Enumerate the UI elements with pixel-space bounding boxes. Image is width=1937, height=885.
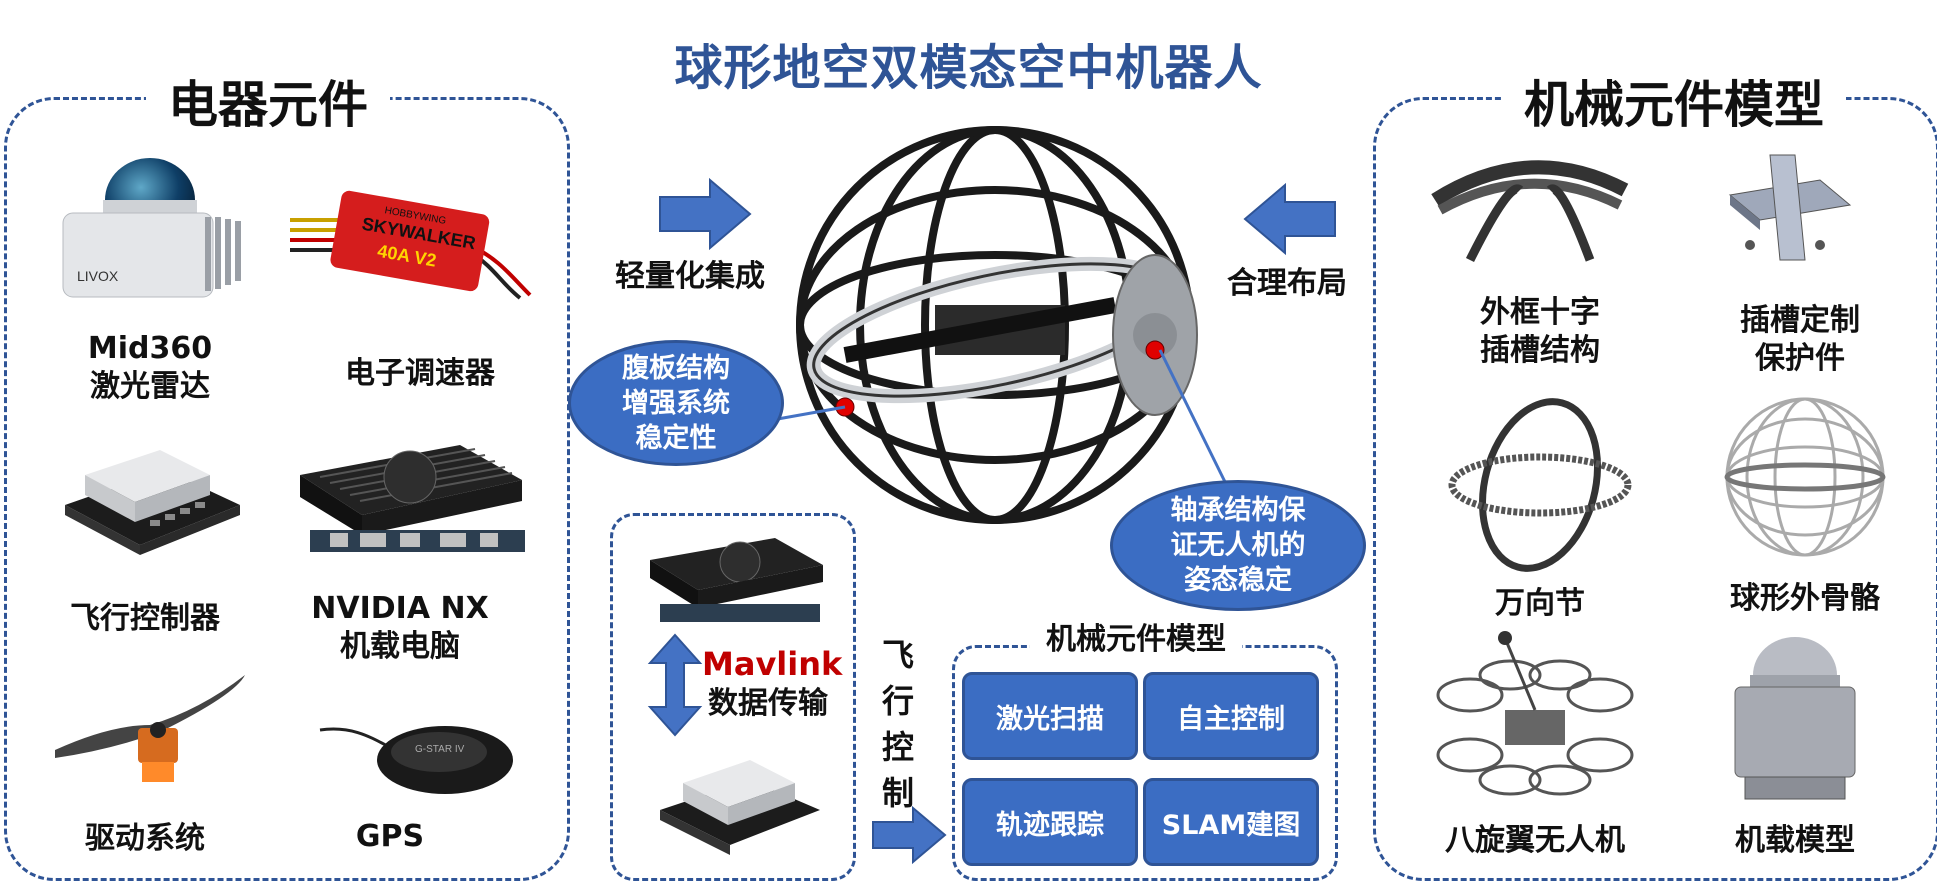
mavlink-label: Mavlink	[702, 645, 843, 683]
label-spherical-exoskeleton: 球形外骨骼	[1730, 581, 1880, 616]
gimbal-ring-image	[1448, 398, 1632, 572]
label-flight-controller: 飞行控制器	[70, 601, 220, 636]
flight-controller-small-image	[660, 760, 820, 855]
propulsion-system-image	[55, 675, 245, 782]
lidar-mid360-image: LIVOX	[62, 158, 241, 298]
page-title: 球形地空双模态空中机器人	[674, 40, 1263, 96]
nvidia-nx-image	[300, 445, 525, 552]
label-octocopter: 八旋翼无人机	[1445, 823, 1625, 858]
slam-mapping-button[interactable]: SLAM建图	[1143, 778, 1319, 866]
svg-text:G-STAR IV: G-STAR IV	[415, 744, 465, 755]
spherical-robot-image	[796, 126, 1198, 524]
flight-controller-image	[65, 450, 240, 555]
flight-control-arrow-icon	[872, 805, 947, 865]
svg-text:LIVOX: LIVOX	[77, 268, 119, 284]
mechanical-panel-title: 机械元件模型	[1502, 75, 1846, 135]
label-gps: GPS	[355, 819, 425, 854]
data-transfer-panel	[610, 513, 856, 881]
label-slot-protector: 插槽定制保护件	[1740, 303, 1860, 376]
web-plate-bubble: 腹板结构增强系统稳定性	[568, 340, 784, 466]
electrical-panel-title: 电器元件	[146, 75, 390, 135]
flight-control-vertical-label: 飞行 控制	[881, 636, 914, 812]
esc-image: SKYWALKER 40A V2 HOBBYWING	[290, 190, 532, 300]
autonomous-control-button[interactable]: 自主控制	[1143, 672, 1319, 760]
bearing-structure-bubble: 轴承结构保证无人机的姿态稳定	[1110, 480, 1366, 611]
functions-panel-title: 机械元件模型	[1030, 618, 1242, 662]
label-cross-slot-frame: 外框十字插槽结构	[1480, 295, 1600, 368]
gps-image: G-STAR IV	[319, 726, 513, 794]
trajectory-tracking-button[interactable]: 轨迹跟踪	[962, 778, 1138, 866]
spherical-exoskeleton-image	[1724, 397, 1886, 557]
label-propulsion: 驱动系统	[85, 821, 205, 856]
bidirectional-arrow-icon	[647, 633, 703, 737]
laser-scan-button[interactable]: 激光扫描	[962, 672, 1138, 760]
integration-arrow-icon	[659, 177, 752, 251]
cross-slot-frame-image	[1431, 160, 1629, 263]
label-esc: 电子调速器	[345, 356, 495, 391]
layout-label: 合理布局	[1227, 266, 1347, 301]
nx-computer-small-image	[650, 538, 823, 622]
onboard-model-image	[1734, 637, 1856, 800]
data-transfer-label: 数据传输	[708, 686, 828, 721]
label-gimbal: 万向节	[1495, 586, 1585, 621]
integration-label: 轻量化集成	[615, 259, 765, 294]
slot-protector-image	[1728, 154, 1852, 261]
layout-arrow-icon	[1243, 182, 1336, 256]
label-onboard-model: 机载模型	[1735, 823, 1855, 858]
octocopter-image	[1436, 631, 1634, 796]
